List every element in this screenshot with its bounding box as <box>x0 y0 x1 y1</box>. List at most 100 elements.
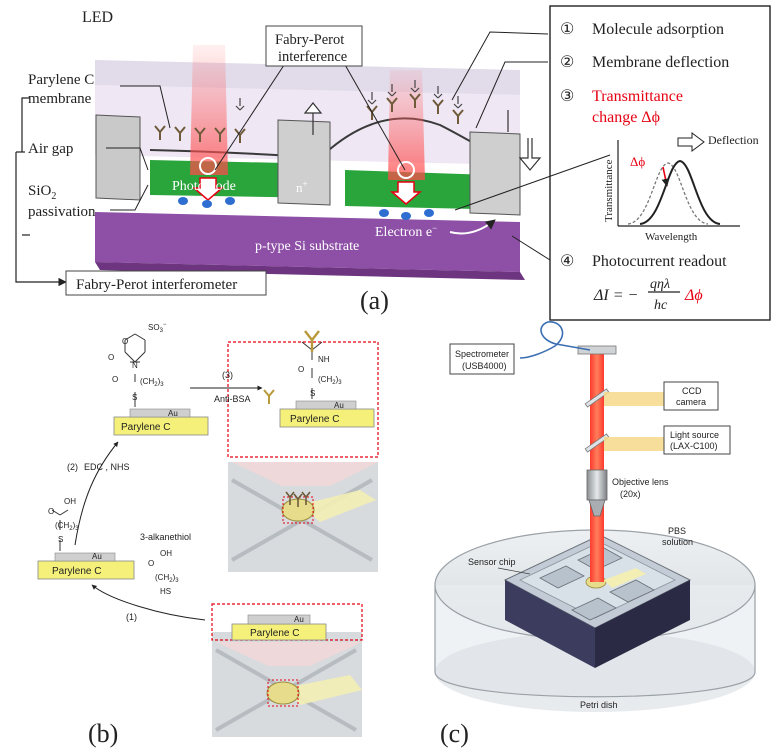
panel-b-label: (b) <box>88 719 118 748</box>
fp-interference-label-2: interference <box>278 49 347 65</box>
objective-lens-body <box>586 469 608 501</box>
photodiode-label: Photodiode <box>172 179 236 194</box>
fp-interferometer-label: Fabry-Perot interferometer <box>76 277 237 293</box>
slab3-o: O <box>298 365 304 374</box>
spectrometer-box <box>449 343 515 375</box>
sio2-leader <box>110 184 149 211</box>
slab2-o-1: O <box>122 337 128 346</box>
sio2-label-1: SiO2 <box>28 183 56 202</box>
objective-label-2: (20x) <box>620 489 641 499</box>
airgap-leader <box>106 147 149 171</box>
graph-ylabel: Transmittance <box>603 159 615 222</box>
step2-text: Membrane deflection <box>592 54 729 71</box>
parylene-b-3: Parylene C <box>290 414 339 425</box>
step2-leader <box>475 61 548 129</box>
sio2-label-2: passivation <box>28 204 96 220</box>
source-light-path <box>604 437 664 451</box>
fp-interference-box <box>265 25 363 67</box>
n-plus-label: n+ <box>296 179 308 195</box>
ccd-box <box>663 381 719 411</box>
petri-dish-label: Petri dish <box>580 700 618 710</box>
panel-c <box>434 321 756 712</box>
parylene-b-0: Parylene C <box>250 628 299 639</box>
slab2-so3: SO3− <box>148 322 167 334</box>
fp-interference-label-1: Fabry-Perot <box>275 32 344 48</box>
step4-leader <box>511 235 551 261</box>
fp-leader-2 <box>339 55 406 171</box>
slab2-s: S <box>132 393 137 402</box>
alkanethiol-o: O <box>148 559 154 568</box>
alkanethiol-ch2: (CH2)3 <box>155 573 179 584</box>
panel-c-label: (c) <box>440 719 469 748</box>
au-b-2: Au <box>168 409 178 418</box>
electron-dots <box>178 197 434 220</box>
step1-num-b: (1) <box>126 612 137 622</box>
step3-num-b: (3) <box>222 370 233 380</box>
electron-label: Electron e− <box>375 223 437 240</box>
slab2-ch2: (CH2)3 <box>140 377 164 388</box>
pbs-label-1: PBS <box>668 526 686 536</box>
spectrometer-label-2: (USB4000) <box>462 361 507 371</box>
deflection-label: Deflection <box>708 133 759 147</box>
alkanethiol-oh: OH <box>160 549 172 558</box>
step1-num: ① <box>560 21 574 38</box>
slab2-o-3: O <box>112 375 118 384</box>
step3-callout <box>227 341 379 458</box>
spectrometer-label-1: Spectrometer <box>455 349 509 359</box>
step1-leader <box>451 31 549 101</box>
step1-arrow <box>91 584 206 621</box>
delta-phi-label: Δϕ <box>630 154 645 169</box>
light-source-label-1: Light source <box>670 430 719 440</box>
step3-text-1: Transmittance <box>592 88 683 105</box>
parylene-b-1: Parylene C <box>52 566 101 577</box>
au-b-0: Au <box>294 615 304 624</box>
led-label: LED <box>82 9 113 26</box>
optical-fiber <box>519 321 591 359</box>
panel-a-label: (a) <box>360 286 389 315</box>
equation-rhs: Δϕ <box>684 287 703 304</box>
step3-num: ③ <box>560 88 574 105</box>
ccd-light-path <box>604 392 664 406</box>
adsorbed-molecules <box>235 80 463 111</box>
step4-text: Photocurrent readout <box>592 253 727 270</box>
slab3-s: S <box>310 389 315 398</box>
alkanethiol-label: 3-alkanethiol <box>140 532 191 542</box>
objective-label-1: Objective lens <box>612 477 669 487</box>
au-b-1: Au <box>92 552 102 561</box>
ccd-label-2: camera <box>676 397 706 407</box>
slab1-oh: OH <box>64 497 76 506</box>
graph-xlabel: Wavelength <box>645 231 698 243</box>
step2-text-b: EDC , NHS <box>84 462 130 472</box>
sensor-chip-label: Sensor chip <box>468 557 516 567</box>
panel-a <box>15 5 771 321</box>
au-b-3: Au <box>334 401 344 410</box>
step3-leader <box>454 154 611 211</box>
light-source-box <box>663 425 731 455</box>
antibody-icons <box>154 93 464 143</box>
mechanism-box <box>549 5 771 321</box>
equation-denominator: hc <box>654 298 668 313</box>
slab1-o: O <box>48 507 54 516</box>
step3-text-b: Anti-BSA <box>214 394 251 404</box>
alkanethiol-hs: HS <box>160 587 171 596</box>
slab2-o-2: O <box>108 353 114 362</box>
equation-numerator: qηλ <box>650 277 670 292</box>
laser-beam <box>590 350 604 582</box>
fp-interferometer-box <box>65 270 267 296</box>
step2-arrow <box>74 441 119 546</box>
sensor-leader <box>497 567 531 575</box>
transmittance-graph <box>617 132 740 227</box>
step3-text-2: change Δϕ <box>592 109 660 126</box>
slab1-ch2: (CH2)3 <box>55 521 79 532</box>
step2-num: ② <box>560 54 574 71</box>
equation-lhs: ΔI = − <box>593 287 638 304</box>
substrate-label: p-type Si substrate <box>255 239 359 254</box>
step4-num: ④ <box>560 253 574 270</box>
parylene-b-2: Parylene C <box>121 422 170 433</box>
parylene-label-1: Parylene C <box>28 72 94 88</box>
device-cross-section <box>95 45 542 280</box>
panel-b <box>37 330 379 737</box>
fp-leader-1 <box>214 55 291 171</box>
step2-num-b: (2) <box>67 462 78 472</box>
